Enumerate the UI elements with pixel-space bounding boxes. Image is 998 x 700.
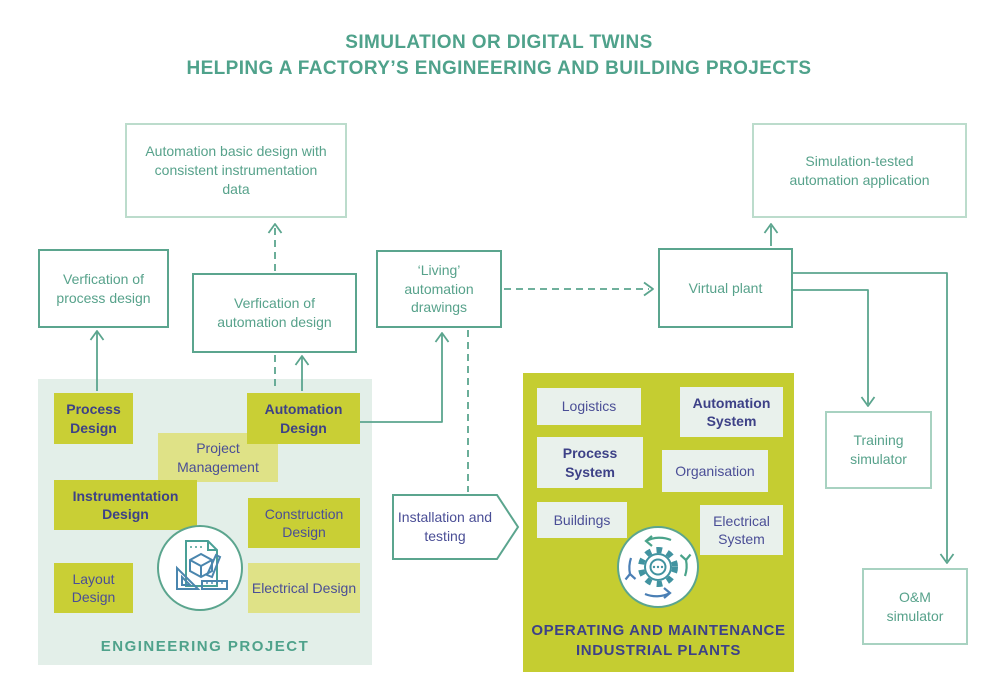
installation-and-testing-label: Installation and testing: [397, 509, 493, 544]
instrumentation-design-label: Instrumentation Design: [72, 487, 179, 522]
training-simulator-box: Training simulator: [825, 411, 932, 489]
automation-design-label: Automation Design: [264, 401, 343, 436]
living-automation-drawings-label: ‘Living’ automation drawings: [404, 261, 474, 316]
pentagon-shape: [392, 494, 520, 560]
electrical-system-chip: Electrical System: [700, 505, 783, 555]
layout-design-label: Layout Design: [71, 570, 116, 605]
arrow-virtual-to-training: [793, 289, 869, 404]
simulation-tested-label: Simulation-tested automation application: [789, 152, 930, 188]
arrow-virtual-to-om: [793, 272, 948, 561]
layout-design-chip: Layout Design: [54, 563, 133, 613]
electrical-design-label: Electrical Design: [251, 579, 357, 596]
automation-system-label: Automation System: [692, 394, 771, 429]
verification-automation-box: Verfication of automation design: [192, 273, 357, 353]
operations-panel-title: OPERATING AND MAINTENANCE INDUSTRIAL PLA…: [523, 621, 794, 661]
engineering-project-title: ENGINEERING PROJECT: [100, 638, 310, 655]
instrumentation-design-chip: Instrumentation Design: [54, 480, 197, 530]
organisation-label: Organisation: [675, 462, 755, 479]
page-title: SIMULATION OR DIGITAL TWINS HELPING A FA…: [0, 30, 998, 82]
electrical-system-label: Electrical System: [713, 512, 770, 547]
verification-process-label: Verfication of process design: [56, 270, 151, 306]
construction-design-label: Construction Design: [264, 505, 344, 540]
process-system-chip: Process System: [537, 437, 643, 488]
verification-automation-label: Verfication of automation design: [217, 295, 332, 330]
process-design-chip: Process Design: [54, 393, 133, 444]
arrow-automation-to-living: [360, 334, 443, 423]
living-automation-drawings-box: ‘Living’ automation drawings: [376, 250, 502, 328]
virtual-plant-label: Virtual plant: [688, 279, 763, 296]
blueprint-design-icon: [156, 524, 244, 612]
buildings-label: Buildings: [553, 511, 611, 528]
automation-basic-design-label: Automation basic design with consistent …: [145, 143, 327, 197]
om-simulator-label: O&M simulator: [886, 588, 944, 624]
process-design-label: Process Design: [66, 401, 121, 436]
page-title-line2: HELPING A FACTORY’S ENGINEERING AND BUIL…: [186, 58, 812, 79]
buildings-chip: Buildings: [537, 502, 627, 538]
virtual-plant-box: Virtual plant: [658, 248, 793, 328]
construction-design-chip: Construction Design: [248, 498, 360, 548]
project-management-label: Project Management: [177, 440, 259, 475]
organisation-chip: Organisation: [662, 450, 768, 492]
operations-title-line2: INDUSTRIAL PLANTS: [576, 642, 741, 659]
page-title-line1: SIMULATION OR DIGITAL TWINS: [345, 32, 653, 53]
gear-cycle-icon: [616, 525, 700, 609]
electrical-design-chip: Electrical Design: [248, 563, 360, 613]
process-system-label: Process System: [562, 445, 618, 480]
installation-and-testing-box: Installation and testing: [392, 494, 520, 560]
automation-system-chip: Automation System: [680, 387, 783, 437]
project-management-chip: Project Management: [158, 433, 278, 482]
automation-basic-design-box: Automation basic design with consistent …: [125, 123, 347, 218]
operations-title-line1: OPERATING AND MAINTENANCE: [531, 622, 786, 639]
verification-process-box: Verfication of process design: [38, 249, 169, 328]
om-simulator-box: O&M simulator: [862, 568, 968, 645]
training-simulator-label: Training simulator: [850, 432, 907, 467]
logistics-label: Logistics: [561, 398, 617, 415]
simulation-tested-box: Simulation-tested automation application: [752, 123, 967, 218]
automation-design-chip: Automation Design: [247, 393, 360, 444]
logistics-chip: Logistics: [537, 388, 641, 425]
